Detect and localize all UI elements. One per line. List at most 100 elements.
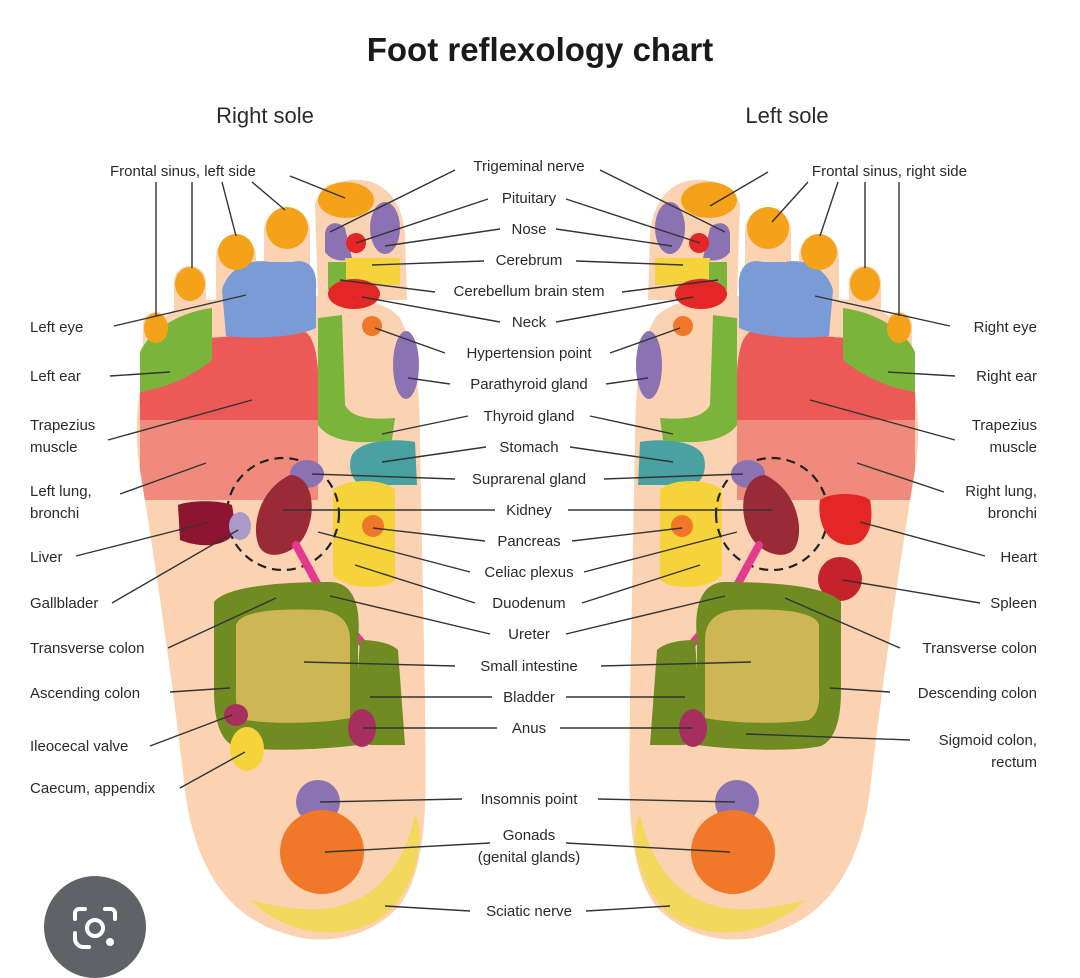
trigeminal-zone	[325, 223, 352, 261]
lung-zone	[737, 420, 915, 500]
label-trapezius-left-1: Trapezius	[30, 417, 95, 434]
neck-zone	[328, 279, 380, 309]
label-kidney: Kidney	[506, 502, 552, 519]
big-toe-sinus	[681, 182, 737, 218]
sinus-toe-4	[175, 267, 205, 301]
kidney-zone	[255, 475, 312, 555]
label-transverse-colon-right: Transverse colon	[923, 640, 1038, 657]
label-gonads-1: Gonads	[503, 827, 556, 844]
label-bladder: Bladder	[503, 689, 555, 706]
label-trapezius-right-2: muscle	[989, 439, 1037, 456]
label-sigmoid-colon-2: rectum	[991, 754, 1037, 771]
gallbladder-point	[229, 512, 251, 540]
labels: Frontal sinus, left side Left eye Left e…	[30, 158, 1038, 920]
label-ascending-colon: Ascending colon	[30, 685, 140, 702]
eye-zone	[222, 261, 317, 338]
right-sole-foot	[136, 179, 426, 940]
hypertension-point	[362, 316, 382, 336]
label-trapezius-left-2: muscle	[30, 439, 78, 456]
label-trapezius-right-1: Trapezius	[972, 417, 1037, 434]
leader-lines	[75, 169, 986, 912]
celiac-plexus-point	[362, 515, 384, 537]
stomach-zone	[638, 440, 705, 485]
solar-plexus-outline	[225, 456, 341, 572]
label-stomach: Stomach	[499, 439, 558, 456]
label-right-lung-1: Right lung,	[965, 483, 1037, 500]
parathyroid-zone	[393, 331, 419, 399]
label-transverse-colon-left: Transverse colon	[30, 640, 145, 657]
small-intestine-zone	[705, 609, 820, 723]
sciatic-band	[250, 815, 420, 933]
label-small-intestine: Small intestine	[480, 658, 578, 675]
label-left-lung-1: Left lung,	[30, 483, 92, 500]
trigeminal-zone	[703, 223, 730, 261]
left-sole-foot	[629, 179, 919, 940]
lens-search-button[interactable]	[44, 876, 146, 978]
lung-zone	[140, 420, 318, 500]
sinus-toe-3	[218, 234, 254, 270]
label-suprarenal-gland: Suprarenal gland	[472, 471, 586, 488]
label-duodenum: Duodenum	[492, 595, 565, 612]
anus-point	[348, 709, 376, 747]
hypertension-point	[673, 316, 693, 336]
gonads-zone	[280, 810, 364, 894]
heart-zone	[819, 494, 872, 545]
label-gonads-2: (genital glands)	[478, 849, 581, 866]
label-left-lung-2: bronchi	[30, 505, 79, 522]
label-anus: Anus	[512, 720, 546, 737]
label-right-lung-2: bronchi	[988, 505, 1037, 522]
label-hypertension-point: Hypertension point	[466, 345, 592, 362]
google-lens-icon	[73, 907, 117, 949]
sinus-toe-2	[747, 207, 789, 249]
celiac-plexus-point	[671, 515, 693, 537]
label-liver: Liver	[30, 549, 63, 566]
sinus-toe-4	[850, 267, 880, 301]
label-neck: Neck	[512, 314, 547, 331]
label-heart: Heart	[1000, 549, 1038, 566]
label-trigeminal-nerve: Trigeminal nerve	[473, 158, 584, 175]
label-ileocecal-valve: Ileocecal valve	[30, 738, 128, 755]
label-pituitary: Pituitary	[502, 190, 557, 207]
label-celiac-plexus: Celiac plexus	[484, 564, 573, 581]
sinus-toe-5	[144, 313, 168, 343]
label-left-ear: Left ear	[30, 368, 81, 385]
spleen-zone	[818, 557, 862, 601]
label-nose: Nose	[511, 221, 546, 238]
label-pancreas: Pancreas	[497, 533, 560, 550]
gonads-zone	[691, 810, 775, 894]
ear-zone	[140, 308, 212, 392]
kidney-zone	[743, 475, 800, 555]
label-frontal-sinus-right: Frontal sinus, right side	[812, 163, 967, 180]
thyroid-zone	[660, 315, 737, 443]
label-cerebellum-brain-stem: Cerebellum brain stem	[454, 283, 605, 300]
solar-plexus-outline	[714, 456, 830, 572]
right-sole-heading: Right sole	[216, 103, 314, 128]
label-descending-colon: Descending colon	[918, 685, 1037, 702]
pancreas-zone	[333, 481, 395, 587]
label-spleen: Spleen	[990, 595, 1037, 612]
sinus-toe-5	[887, 313, 911, 343]
appendix-point	[230, 727, 264, 771]
label-ureter: Ureter	[508, 626, 550, 643]
thyroid-zone	[318, 315, 395, 443]
stomach-zone	[350, 440, 417, 485]
sinus-toe-2	[266, 207, 308, 249]
ear-zone	[843, 308, 915, 392]
left-sole-heading: Left sole	[745, 103, 828, 128]
chart-title: Foot reflexology chart	[367, 31, 714, 68]
sinus-toe-3	[801, 234, 837, 270]
label-cerebrum: Cerebrum	[496, 252, 563, 269]
label-sigmoid-colon-1: Sigmoid colon,	[939, 732, 1037, 749]
cerebrum-side-zone	[655, 202, 685, 254]
small-intestine-zone	[235, 609, 350, 723]
label-right-eye: Right eye	[974, 319, 1037, 336]
neck-zone	[675, 279, 727, 309]
big-toe-sinus	[318, 182, 374, 218]
ileocecal-point	[224, 704, 248, 726]
label-thyroid-gland: Thyroid gland	[484, 408, 575, 425]
cerebrum-side-zone	[370, 202, 400, 254]
anus-point	[679, 709, 707, 747]
eye-zone	[738, 261, 833, 338]
label-gallbladder: Gallblader	[30, 595, 98, 612]
label-insomnis-point: Insomnis point	[481, 791, 579, 808]
